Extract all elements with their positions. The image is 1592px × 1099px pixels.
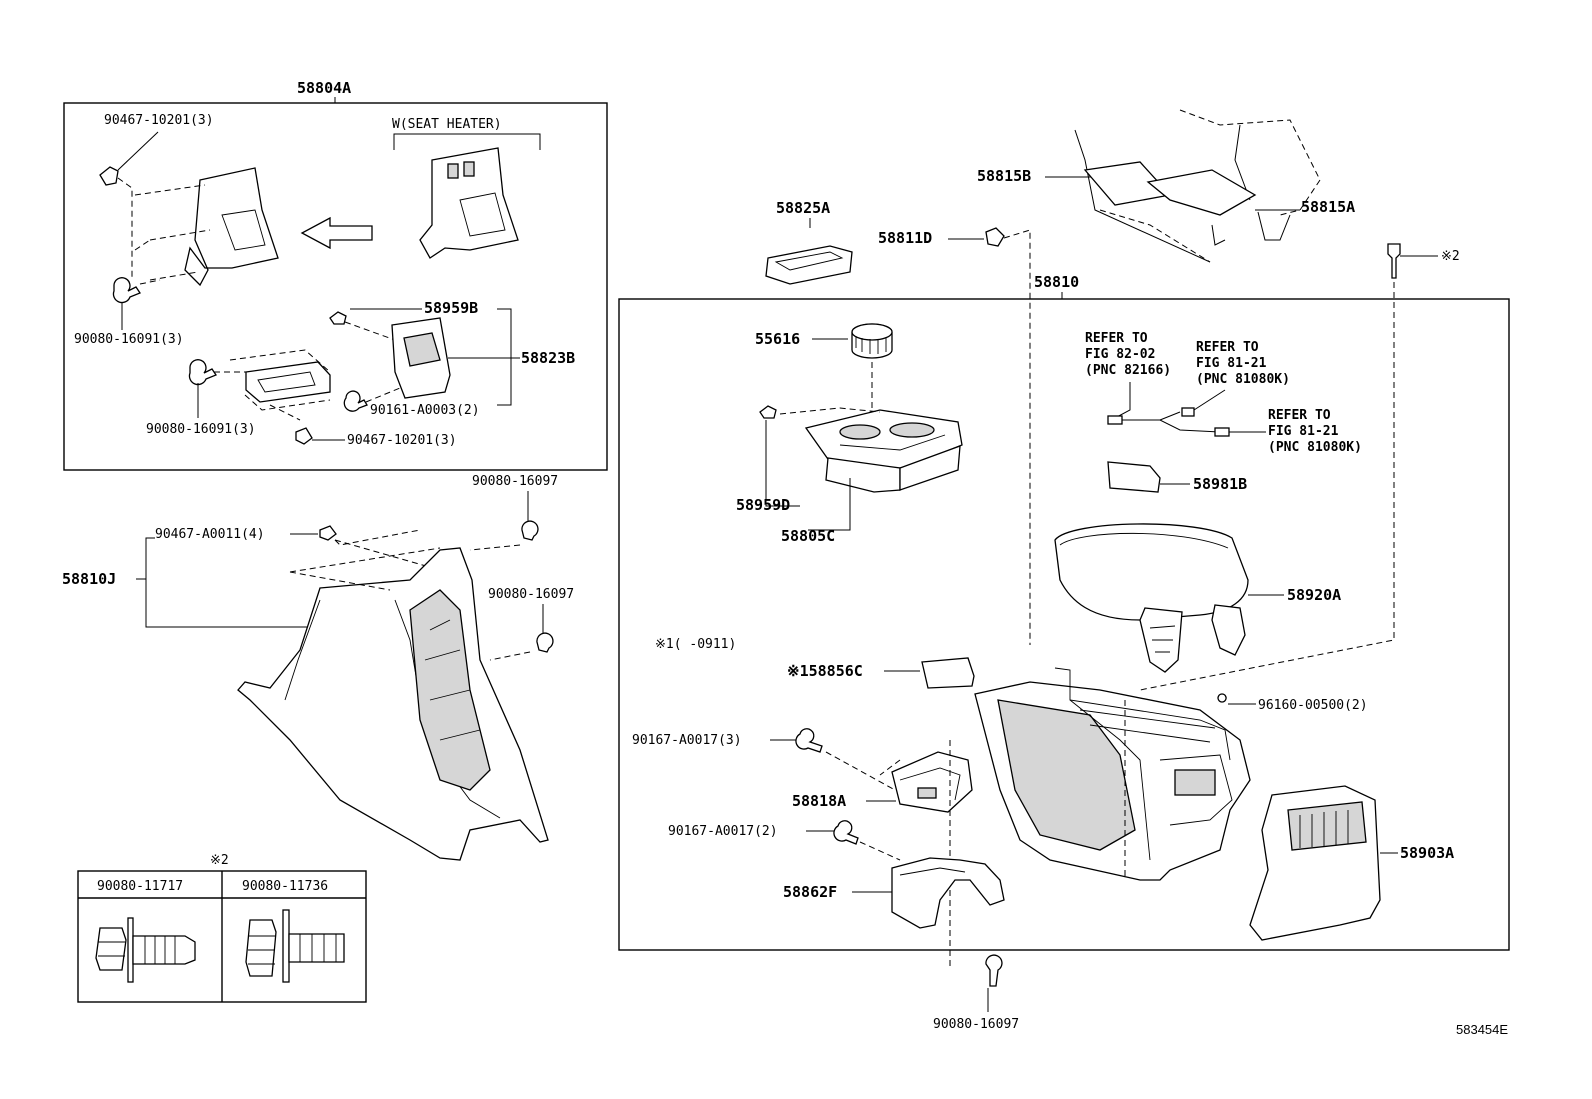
label-58825A[interactable]: 58825A bbox=[776, 199, 830, 217]
label-58804A[interactable]: 58804A bbox=[297, 79, 351, 97]
label-58818A[interactable]: 58818A bbox=[792, 792, 846, 810]
label-58823B[interactable]: 58823B bbox=[521, 349, 575, 367]
label-refer2-line2[interactable]: FIG 81-21 bbox=[1196, 356, 1267, 371]
label-90080-16097-a[interactable]: 90080-16097 bbox=[472, 474, 558, 489]
label-90161-A0003[interactable]: 90161-A0003(2) bbox=[370, 403, 480, 418]
screw-90161 bbox=[343, 390, 368, 412]
clip-90467-A0011 bbox=[319, 525, 337, 541]
screw-90080-mid bbox=[188, 359, 217, 386]
screw-90167-3 bbox=[795, 728, 823, 753]
table-header-90080-11736[interactable]: 90080-11736 bbox=[242, 879, 328, 894]
bolt-table: ※2 90080-11717 90080-11736 bbox=[77, 853, 367, 1003]
label-note2-right[interactable]: ※2 bbox=[1441, 249, 1460, 264]
mat-58815A bbox=[1146, 169, 1257, 216]
label-58811D[interactable]: 58811D bbox=[878, 229, 932, 247]
label-refer3-line1[interactable]: REFER TO bbox=[1268, 408, 1331, 423]
tray-58825A bbox=[765, 245, 853, 285]
group-58810J: 90080-16097 90467-A0011(4) 58810J 90080-… bbox=[62, 474, 574, 861]
screw-90080-16097-b bbox=[536, 632, 554, 653]
bolt-icon-11736 bbox=[245, 909, 345, 983]
clip-90467-bottom bbox=[295, 427, 313, 445]
bracket-58818A bbox=[891, 751, 973, 813]
label-58981B[interactable]: 58981B bbox=[1193, 475, 1247, 493]
label-58805C[interactable]: 58805C bbox=[781, 527, 835, 545]
lower-panel bbox=[184, 167, 279, 287]
label-58959B[interactable]: 58959B bbox=[424, 299, 478, 317]
label-58920A[interactable]: 58920A bbox=[1287, 586, 1341, 604]
label-58959D[interactable]: 58959D bbox=[736, 496, 790, 514]
clip-icon bbox=[99, 166, 119, 186]
screw-icon bbox=[112, 277, 141, 304]
label-90167-A0017-2[interactable]: 90167-A0017(2) bbox=[668, 824, 778, 839]
arrow-icon bbox=[300, 216, 373, 250]
seat-heater-panel bbox=[419, 147, 519, 259]
label-96160-00500[interactable]: 96160-00500(2) bbox=[1258, 698, 1368, 713]
label-note2-table[interactable]: ※2 bbox=[210, 853, 229, 868]
label-seat-heater[interactable]: W(SEAT HEATER) bbox=[392, 117, 502, 132]
label-90467-A0011[interactable]: 90467-A0011(4) bbox=[155, 527, 265, 542]
label-refer3-line3[interactable]: (PNC 81080K) bbox=[1268, 440, 1362, 455]
group-58804A: 58804A 90467-10201(3) W(SEAT HEATER) 900… bbox=[63, 79, 608, 471]
label-refer1-line3[interactable]: (PNC 82166) bbox=[1085, 363, 1171, 378]
group-top-right: 58825A 58811D 58815B 58815A ※2 bbox=[765, 109, 1460, 691]
label-90080-16091-left[interactable]: 90080-16091(3) bbox=[74, 332, 184, 347]
label-refer1-line1[interactable]: REFER TO bbox=[1085, 331, 1148, 346]
label-58810[interactable]: 58810 bbox=[1034, 273, 1079, 291]
armrest-lid-58920A bbox=[1054, 523, 1249, 621]
label-90080-16097-b[interactable]: 90080-16097 bbox=[488, 587, 574, 602]
label-refer1-line2[interactable]: FIG 82-02 bbox=[1085, 347, 1155, 362]
label-note1[interactable]: ※1( -0911) bbox=[655, 637, 736, 652]
label-58856C[interactable]: ※158856C bbox=[787, 662, 863, 680]
label-refer2-line1[interactable]: REFER TO bbox=[1196, 340, 1259, 355]
label-refer2-line3[interactable]: (PNC 81080K) bbox=[1196, 372, 1290, 387]
label-refer3-line2[interactable]: FIG 81-21 bbox=[1268, 424, 1339, 439]
label-90467-10201-bottom[interactable]: 90467-10201(3) bbox=[347, 433, 457, 448]
box-58810 bbox=[618, 298, 1510, 951]
screw-90080-16097-c bbox=[985, 954, 1003, 987]
group-58810: 58810 55616 58959D 58805C REFER TO FIG 8… bbox=[618, 273, 1510, 970]
bolt-icon-11717 bbox=[95, 917, 196, 983]
clip-58959B bbox=[329, 311, 347, 325]
bracket-58862F bbox=[891, 857, 1005, 929]
label-58815A[interactable]: 58815A bbox=[1301, 198, 1355, 216]
plate-58981B bbox=[1107, 461, 1161, 493]
label-58903A[interactable]: 58903A bbox=[1400, 844, 1454, 862]
wire-harness-icon bbox=[1107, 382, 1266, 437]
bracket-58804A bbox=[245, 361, 331, 403]
bolt-icon-note2 bbox=[1387, 243, 1401, 279]
label-90467-10201-top[interactable]: 90467-10201(3) bbox=[104, 113, 214, 128]
label-55616[interactable]: 55616 bbox=[755, 330, 800, 348]
clip-58811D bbox=[985, 227, 1005, 247]
table-header-90080-11717[interactable]: 90080-11717 bbox=[97, 879, 183, 894]
tray-58856C bbox=[921, 657, 975, 689]
label-58862F[interactable]: 58862F bbox=[783, 883, 837, 901]
group-bottom-screw: 90080-16097 bbox=[933, 954, 1019, 1032]
screw-90080-16097-a bbox=[521, 520, 539, 541]
screw-90167-2 bbox=[833, 820, 859, 845]
clip-96160 bbox=[1217, 693, 1227, 703]
figure-id: 583454E bbox=[1456, 1022, 1508, 1037]
clip-58959D bbox=[759, 405, 777, 419]
label-58810J[interactable]: 58810J bbox=[62, 570, 116, 588]
label-90080-16091-mid[interactable]: 90080-16091(3) bbox=[146, 422, 256, 437]
box-58804A bbox=[63, 102, 608, 471]
label-58815B[interactable]: 58815B bbox=[977, 167, 1031, 185]
label-90080-16097-c[interactable]: 90080-16097 bbox=[933, 1017, 1019, 1032]
label-90167-A0017-3[interactable]: 90167-A0017(3) bbox=[632, 733, 742, 748]
